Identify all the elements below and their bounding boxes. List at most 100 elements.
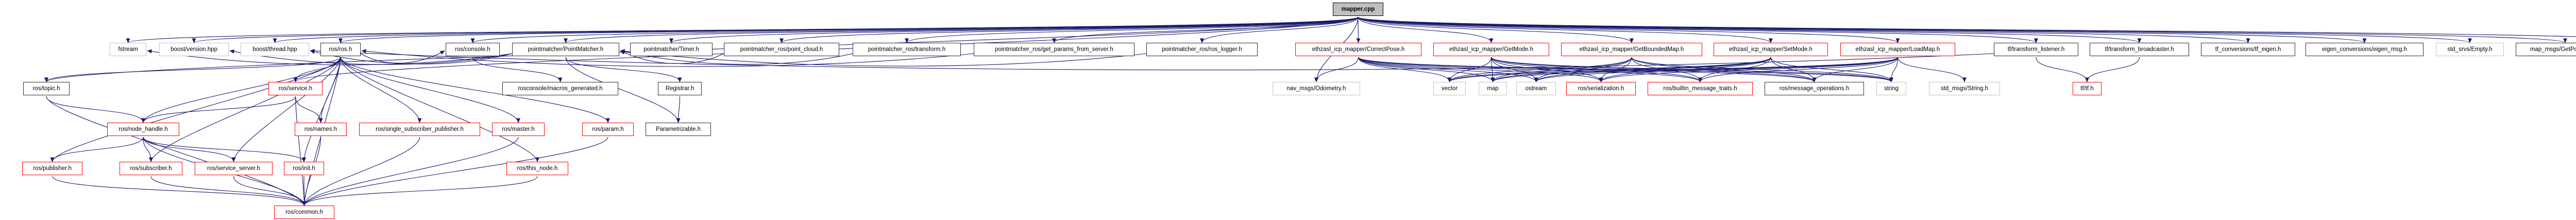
graph-node-std_msgs_string: std_msgs/String.h: [1929, 82, 2000, 95]
graph-node-ros_names[interactable]: ros/names.h: [295, 123, 347, 136]
graph-node-ros_serialization[interactable]: ros/serialization.h: [1566, 82, 1636, 95]
graph-node-tf_broadcaster[interactable]: tf/transform_broadcaster.h: [2090, 43, 2189, 56]
graph-node-map_std: map: [1479, 82, 1507, 95]
graph-node-pm_pointmatcher[interactable]: pointmatcher/PointMatcher.h: [512, 43, 619, 56]
edge-eim_correctpose-to-vector: [1358, 57, 1452, 82]
edge-mapper_cpp-to-eim_correctpose: [1356, 16, 1361, 43]
graph-node-ros_topic[interactable]: ros/topic.h: [23, 82, 70, 95]
edge-eim_setmode-to-string_std: [1770, 57, 1893, 82]
edge-eim_correctpose-to-ros_builtin_traits: [1358, 57, 1702, 82]
edge-mapper_cpp-to-tf_listener: [1358, 16, 2038, 43]
edge-eim_setmode-to-vector: [1447, 57, 1771, 82]
edge-eim_getmode-to-ros_serialization: [1490, 57, 1603, 82]
graph-node-ros_subscriber[interactable]: ros/subscriber.h: [120, 162, 182, 175]
edge-ros_ros-to-ros_param: [340, 57, 610, 123]
graph-node-tf_listener[interactable]: tf/transform_listener.h: [1994, 43, 2078, 56]
graph-node-vector: vector: [1433, 82, 1466, 95]
edge-eim_correctpose-to-nav_odometry: [1314, 57, 1359, 82]
graph-node-ros_param[interactable]: ros/param.h: [582, 123, 634, 136]
edge-ros_service-to-ros_common: [295, 96, 307, 206]
graph-node-ros_message_ops[interactable]: ros/message_operations.h: [1765, 82, 1864, 95]
graph-node-fstream: fstream: [110, 43, 146, 56]
edge-eim_loadmap-to-ros_serialization: [1599, 57, 1899, 82]
edge-ros_service-to-ros_names: [295, 96, 323, 123]
edge-mapper_cpp-to-boost_thread: [273, 16, 1359, 43]
edge-eim_loadmap-to-ros_builtin_traits: [1698, 57, 1899, 82]
graph-node-eim_correctpose[interactable]: ethzasl_icp_mapper/CorrectPose.h: [1295, 43, 1421, 56]
graph-node-ros_service_server[interactable]: ros/service_server.h: [195, 162, 273, 175]
graph-node-parametrizable[interactable]: Parametrizable.h: [646, 123, 711, 136]
graph-node-pmr_get_params[interactable]: pointmatcher_ros/get_params_from_server.…: [974, 43, 1134, 56]
edge-mapper_cpp-to-ros_ros: [338, 16, 1359, 43]
graph-node-ros_init[interactable]: ros/init.h: [284, 162, 324, 175]
edge-mapper_cpp-to-fstream: [126, 16, 1359, 43]
edge-ros_node_handle-to-ros_service_server: [143, 137, 236, 162]
graph-node-registrar[interactable]: Registrar.h: [658, 82, 702, 95]
graph-node-ros_builtin_traits[interactable]: ros/builtin_message_traits.h: [1648, 82, 1753, 95]
graph-node-eim_getboundedmap[interactable]: ethzasl_icp_mapper/GetBoundedMap.h: [1561, 43, 1702, 56]
edge-ros_ros-to-ros_this_node: [340, 57, 539, 162]
edge-eim_getboundedmap-to-ostream: [1534, 57, 1632, 82]
edge-mapper_cpp-to-std_srvs_empty: [1358, 16, 2472, 43]
graph-node-ros_this_node[interactable]: ros/this_node.h: [506, 162, 568, 175]
graph-node-ros_service[interactable]: ros/service.h: [268, 82, 323, 95]
edge-ros_ros-to-ros_node_handle: [141, 57, 341, 123]
graph-node-ros_master[interactable]: ros/master.h: [492, 123, 545, 136]
edge-eim_loadmap-to-ostream: [1534, 57, 1899, 82]
edge-mapper_cpp-to-eim_loadmap: [1358, 16, 1900, 43]
graph-node-eim_loadmap[interactable]: ethzasl_icp_mapper/LoadMap.h: [1840, 43, 1955, 56]
edge-eim_getmode-to-ros_builtin_traits: [1490, 57, 1702, 82]
edge-ros_node_handle-to-ros_subscriber: [143, 137, 153, 162]
graph-node-eim_getmode[interactable]: ethzasl_icp_mapper/GetMode.h: [1433, 43, 1549, 56]
graph-node-ros_single_sub_pub[interactable]: ros/single_subscriber_publisher.h: [359, 123, 480, 136]
graph-node-tf_tf[interactable]: tf/tf.h: [2073, 82, 2102, 95]
edge-mapper_cpp-to-pm_pointmatcher: [564, 16, 1359, 43]
graph-node-ros_node_handle[interactable]: ros/node_handle.h: [107, 123, 179, 136]
edge-ros_ros-to-ros_publisher: [50, 57, 341, 162]
graph-node-tfc_tf_eigen[interactable]: tf_conversions/tf_eigen.h: [2201, 43, 2295, 56]
graph-node-eim_setmode[interactable]: ethzasl_icp_mapper/SetMode.h: [1714, 43, 1828, 56]
edge-pmr_transform-to-pm_pointmatcher: [620, 49, 853, 65]
edge-ros_console-to-rosconsole_macros: [472, 57, 563, 82]
edge-ros_ros-to-ros_init: [302, 57, 341, 162]
edge-mapper_cpp-to-pmr_get_params: [1052, 16, 1359, 43]
edge-eim_getboundedmap-to-string_std: [1631, 57, 1893, 82]
graph-node-ros_publisher[interactable]: ros/publisher.h: [22, 162, 82, 175]
edge-ros_service_server-to-ros_common: [233, 176, 307, 206]
graph-node-pm_timer[interactable]: pointmatcher/Timer.h: [630, 43, 713, 56]
graph-node-ros_console[interactable]: ros/console.h: [446, 43, 500, 56]
edge-mapper_cpp-to-pmr_ros_logger: [1200, 16, 1359, 43]
edge-ros_master-to-ros_common: [302, 137, 519, 206]
graph-node-ros_ros[interactable]: ros/ros.h: [320, 43, 361, 56]
edge-eim_correctpose-to-ostream: [1358, 57, 1538, 82]
edge-mapper_cpp-to-tf_broadcaster: [1358, 16, 2142, 43]
graph-node-boost_thread: boost/thread.hpp: [241, 43, 309, 56]
edge-mapper_cpp-to-pm_timer: [669, 16, 1359, 43]
edge-pm_pointmatcher-to-registrar: [565, 57, 682, 82]
edge-mapper_cpp-to-tfc_tf_eigen: [1358, 16, 2250, 43]
edge-ros_node_handle-to-ros_publisher: [50, 137, 144, 162]
graph-node-rosconsole_macros[interactable]: rosconsole/macros_generated.h: [502, 82, 618, 95]
edge-mapper_cpp-to-eim_getboundedmap: [1358, 16, 1634, 43]
edge-mapper_cpp-to-ros_console: [470, 16, 1359, 43]
edge-ros_topic-to-ros_node_handle: [46, 96, 145, 123]
edge-ros_ros-to-ros_master: [340, 57, 520, 123]
graph-node-pmr_transform[interactable]: pointmatcher_ros/transform.h: [853, 43, 961, 56]
edge-mapper_cpp-to-mm_savemap: [1358, 16, 2576, 37]
edge-ros_node_handle-to-ros_init: [143, 137, 306, 162]
edge-eim_setmode-to-ros_builtin_traits: [1698, 57, 1771, 82]
graph-node-nav_odometry: nav_msgs/Odometry.h: [1273, 82, 1360, 95]
graph-node-string_std: string: [1876, 82, 1906, 95]
edge-mapper_cpp-to-eim_setmode: [1358, 16, 1773, 43]
edge-ros_ros-to-ros_service_server: [231, 57, 341, 162]
edge-eim_loadmap-to-string_std: [1889, 57, 1899, 82]
graph-node-mm_getpointmap[interactable]: map_msgs/GetPointMap.h: [2516, 43, 2576, 56]
edge-tf_broadcaster-to-tf_tf: [2085, 57, 2140, 82]
graph-node-pmr_ros_logger[interactable]: pointmatcher_ros/ros_logger.h: [1146, 43, 1258, 56]
edge-ros_param-to-ros_common: [302, 137, 608, 206]
graph-node-ec_eigen_msg[interactable]: eigen_conversions/eigen_msg.h: [2306, 43, 2424, 56]
edge-registrar-to-parametrizable: [676, 96, 681, 123]
graph-node-pmr_point_cloud[interactable]: pointmatcher_ros/point_cloud.h: [724, 43, 839, 56]
graph-node-ros_common[interactable]: ros/common.h: [274, 206, 334, 219]
